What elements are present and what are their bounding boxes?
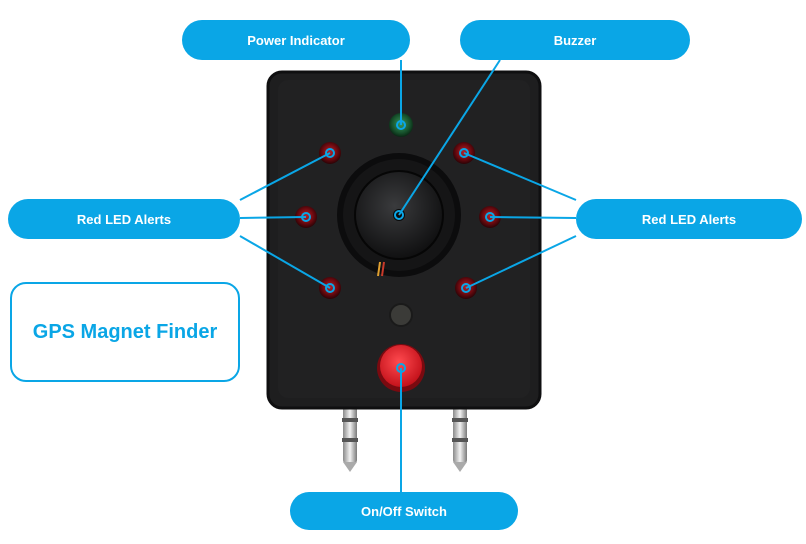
- product-name: GPS Magnet Finder: [32, 320, 218, 343]
- product-name-box: GPS Magnet Finder: [10, 282, 240, 382]
- red-led-alerts-left-label: Red LED Alerts: [8, 199, 240, 239]
- target-markers: [301, 120, 495, 373]
- power-indicator-label: Power Indicator: [182, 20, 410, 60]
- leader-lines: [239, 59, 577, 492]
- clear-led: [389, 303, 413, 327]
- red-led-alerts-right-label: Red LED Alerts: [576, 199, 802, 239]
- jack-pin-right: [452, 402, 468, 472]
- on-off-switch-label: On/Off Switch: [290, 492, 518, 530]
- buzzer-label: Buzzer: [460, 20, 690, 60]
- jack-pin-left: [342, 402, 358, 472]
